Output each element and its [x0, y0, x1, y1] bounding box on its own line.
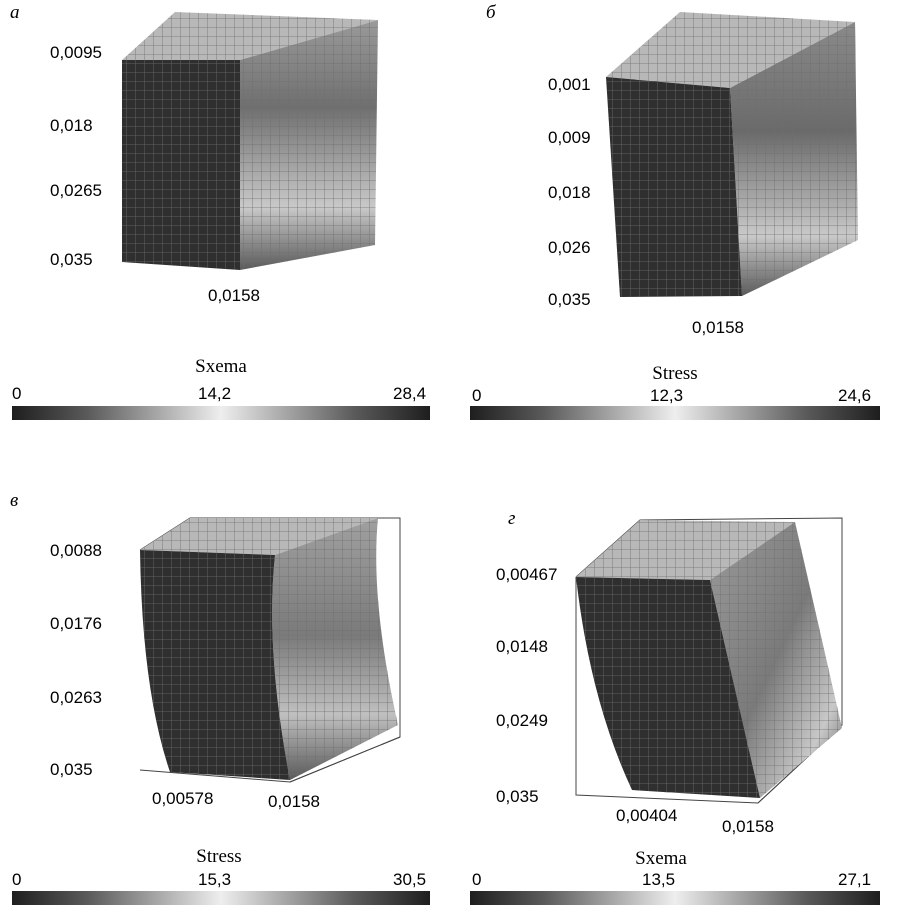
panel-b-colorbar-max: 24,6 [838, 386, 872, 405]
panel-c-colorbar-min: 0 [12, 870, 22, 889]
panel-a-x-tick-1: 0,0158 [208, 286, 260, 305]
panel-b-colorbar-min: 0 [472, 386, 482, 405]
panel-d-colorbar-min: 0 [472, 870, 482, 889]
panel-c-block [140, 518, 398, 780]
panel-c-colorbar-title: Stress [196, 846, 242, 867]
panel-d-colorbar-max: 27,1 [838, 870, 872, 889]
panel-c-x-tick-2: 0,0158 [268, 792, 320, 811]
panel-d-x-tick-2: 0,0158 [722, 817, 774, 836]
panel-d-y-tick-4: 0,035 [496, 787, 539, 806]
panel-a-y-tick-4: 0,035 [50, 250, 93, 269]
panel-b-block [606, 12, 858, 297]
panel-b-colorbar-mid: 12,3 [650, 386, 684, 405]
panel-a-label: а [10, 2, 20, 23]
panel-a-colorbar-title: Sxema [195, 356, 247, 377]
panel-d-y-tick-3: 0,0249 [496, 711, 548, 730]
panel-c-y-tick-4: 0,035 [50, 760, 93, 779]
panel-d-y-tick-2: 0,0148 [496, 637, 548, 656]
panel-b-colorbar-title: Stress [652, 363, 698, 384]
panel-b-y-tick-4: 0,026 [548, 238, 591, 257]
panel-d-y-tick-1: 0,00467 [496, 565, 558, 584]
panel-d-x-tick-1: 0,00404 [616, 806, 678, 825]
panel-a-y-tick-3: 0,0265 [50, 181, 102, 200]
panel-a-colorbar-mid: 14,2 [198, 384, 232, 403]
panel-c-bounding-box [139, 517, 401, 783]
panel-b-x-tick-1: 0,0158 [692, 318, 744, 337]
panel-c-x-tick-1: 0,00578 [152, 789, 214, 808]
panel-b-y-tick-5: 0,035 [548, 290, 591, 309]
panel-d-colorbar [470, 891, 880, 905]
panel-d-label: г [508, 508, 516, 529]
panel-a-block [122, 12, 378, 270]
panel-c-y-tick-1: 0,0088 [50, 541, 102, 560]
panel-c-colorbar-max: 30,5 [393, 870, 427, 889]
panel-d-colorbar-mid: 13,5 [642, 870, 676, 889]
panel-c-colorbar [12, 891, 430, 905]
panel-a-y-tick-2: 0,018 [50, 116, 93, 135]
panel-c-y-tick-3: 0,0263 [50, 688, 102, 707]
panel-b-y-tick-3: 0,018 [548, 183, 591, 202]
panel-c-label: в [10, 490, 19, 511]
panel-d-colorbar-title: Sxema [635, 848, 687, 869]
panel-c-y-tick-2: 0,0176 [50, 614, 102, 633]
panel-b-y-tick-1: 0,001 [548, 75, 591, 94]
panel-d-block [576, 520, 842, 798]
panel-a-colorbar [12, 406, 430, 420]
panel-b-label: б [486, 2, 496, 23]
panel-b-colorbar [470, 406, 880, 420]
panel-a-colorbar-max: 28,4 [393, 384, 427, 403]
panel-a-colorbar-min: 0 [12, 384, 22, 403]
panel-a-y-tick-1: 0,0095 [50, 43, 102, 62]
panel-c-colorbar-mid: 15,3 [198, 870, 232, 889]
panel-b-y-tick-2: 0,009 [548, 128, 591, 147]
